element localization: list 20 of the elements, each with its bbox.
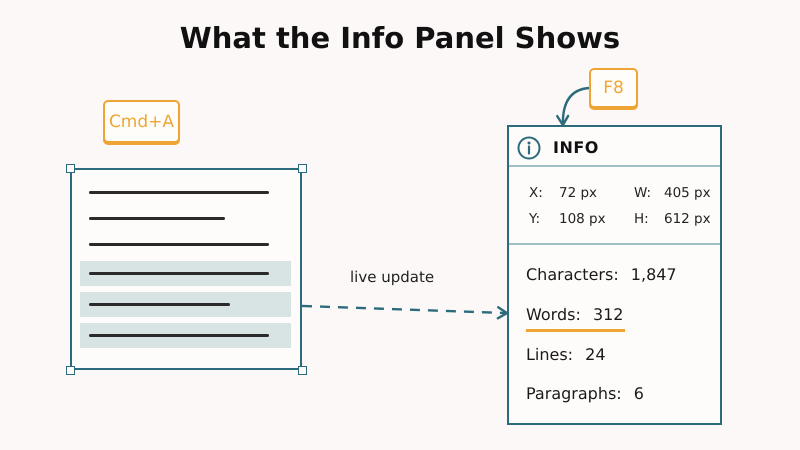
field-label: H: (634, 210, 649, 228)
panel-title: INFO (553, 138, 599, 158)
field-value: 108 px (559, 210, 606, 228)
field-value: 72 px (559, 184, 598, 202)
field-value: 612 px (664, 210, 711, 228)
field-value: 405 px (664, 184, 711, 202)
field-label: W: (634, 184, 652, 202)
arrow (556, 86, 590, 126)
document-box (70, 168, 302, 370)
keyboard-key: F8 (589, 68, 638, 108)
highlighted-stat: Words: 312 (526, 304, 626, 332)
stat-line: Paragraphs: 6 (526, 383, 644, 405)
stat-line: Lines: 24 (526, 344, 606, 366)
field-label: Y: (529, 210, 540, 228)
title: What the Info Panel Shows (180, 20, 620, 56)
stat-line: Characters: 1,847 (526, 264, 677, 286)
info-panel (507, 125, 722, 425)
dashed-arrow (302, 304, 508, 320)
field-label: X: (529, 184, 543, 202)
keyboard-key: Cmd+A (103, 100, 180, 143)
